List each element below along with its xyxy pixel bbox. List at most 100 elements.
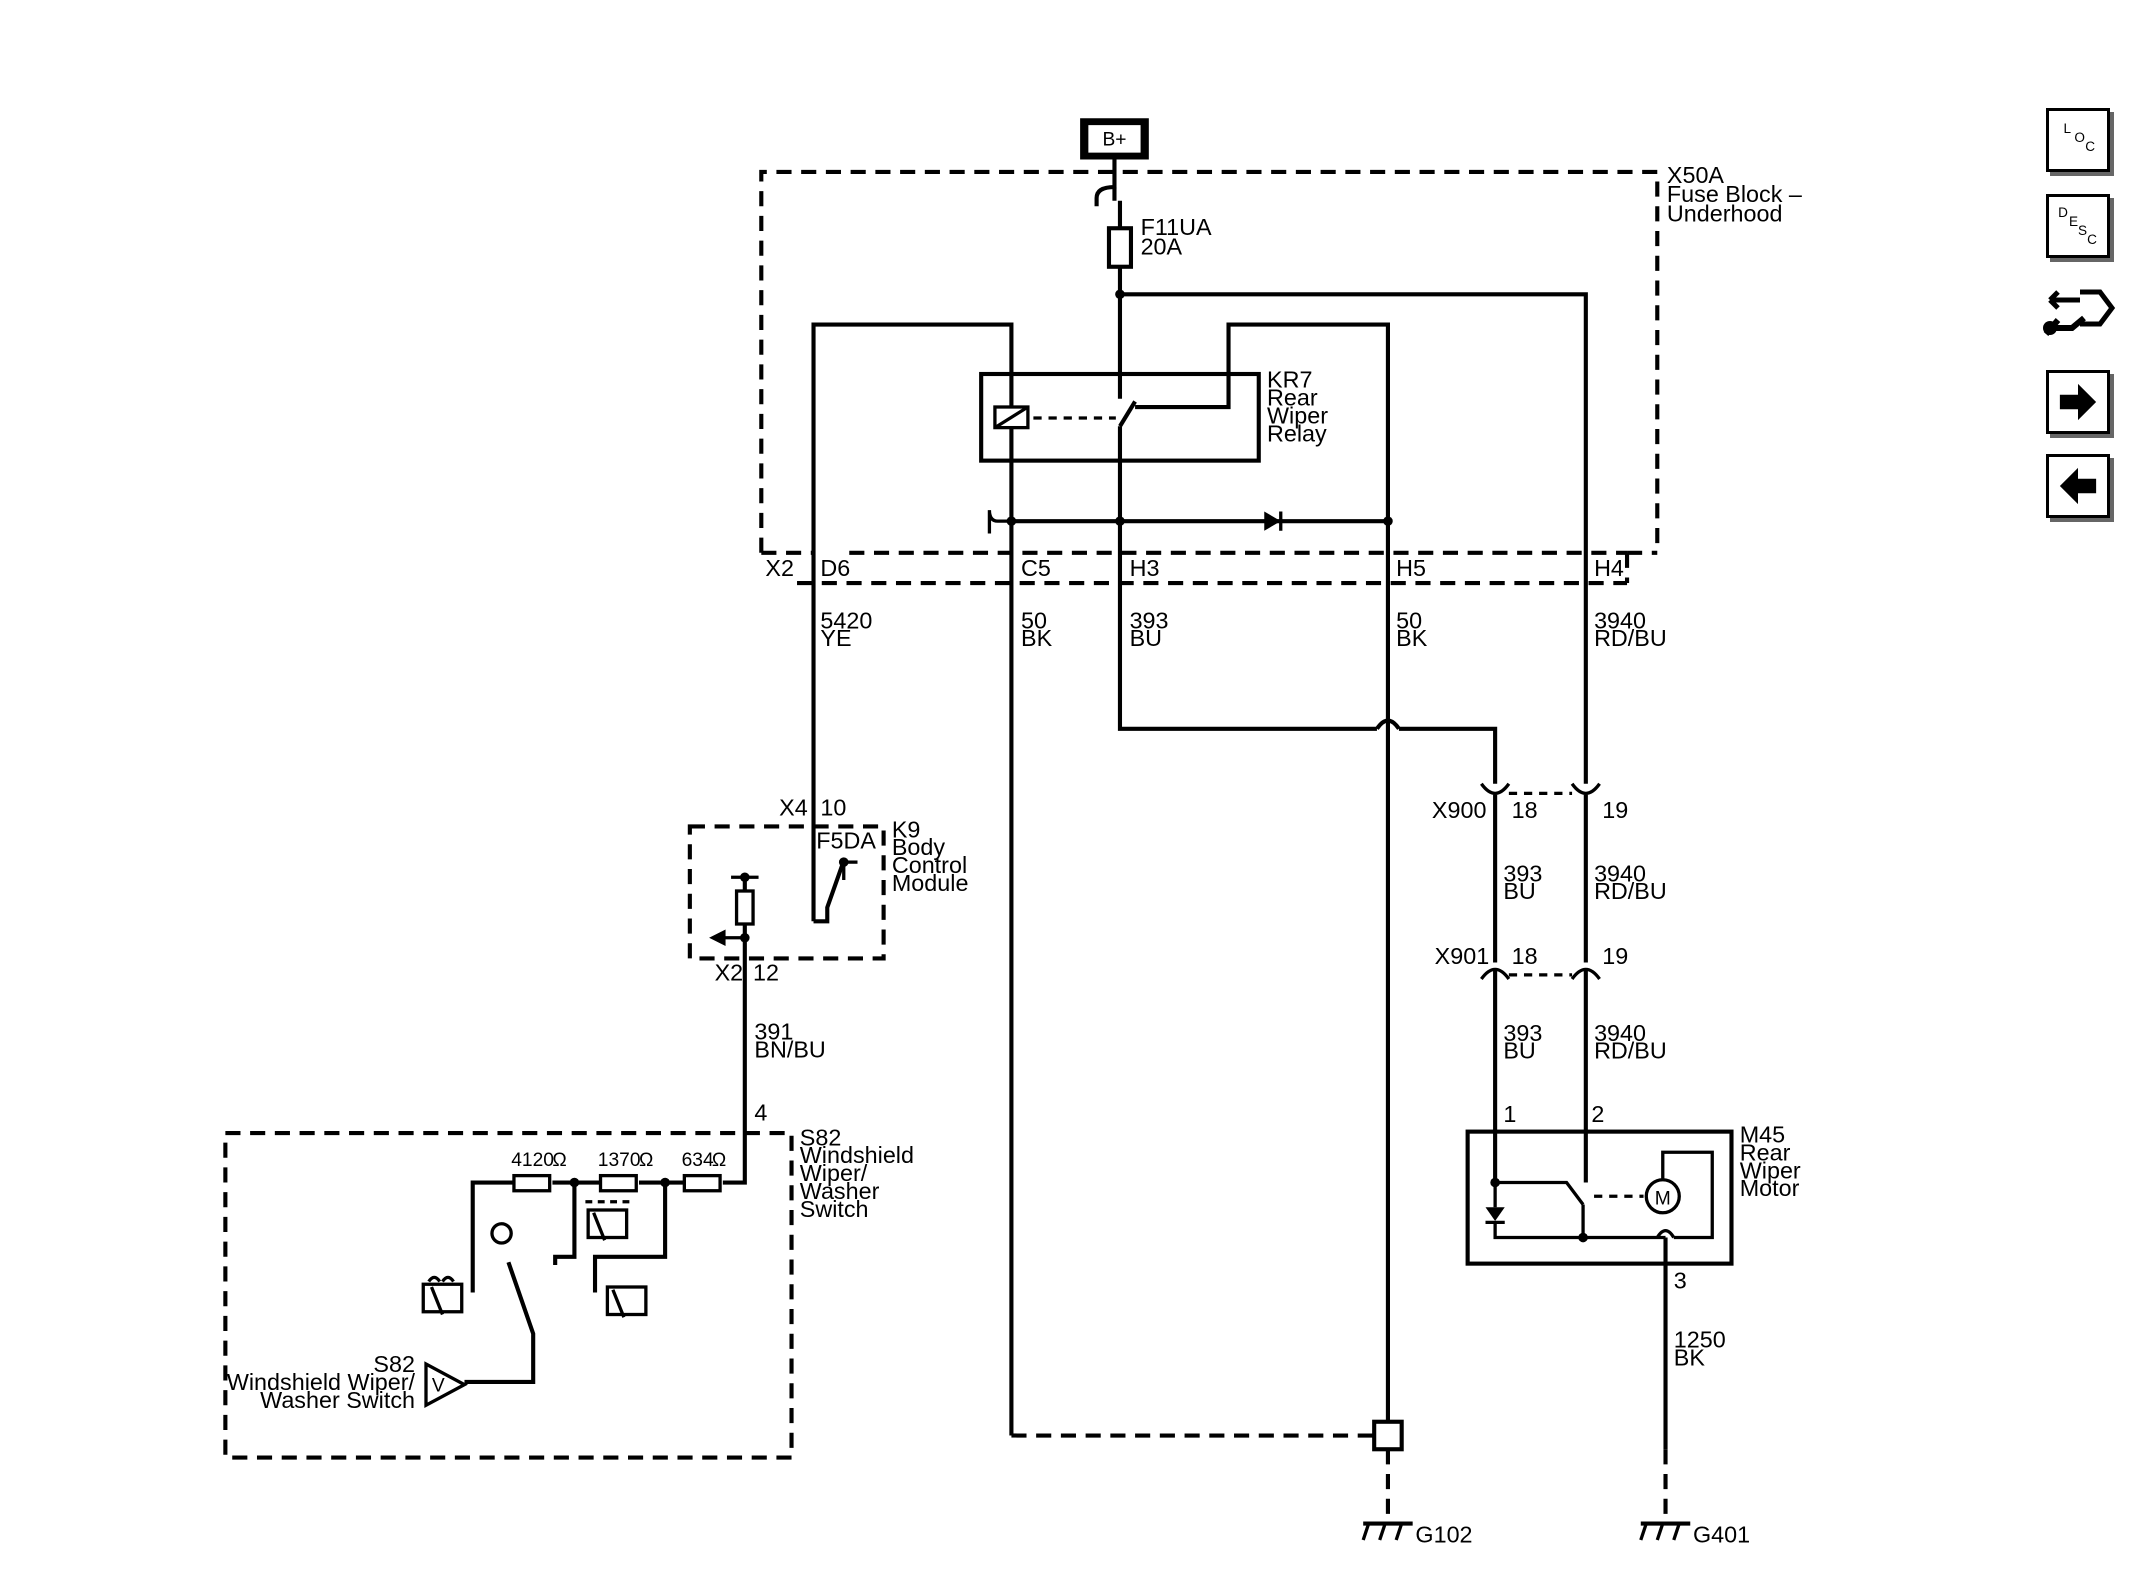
motor-m45: 1 2 M45 Rear Wiper Motor M 3 [1465,1101,1801,1293]
description-button[interactable]: D E S C [2046,194,2110,258]
ground-g401: G401 [1639,1237,1750,1548]
wire-393c-circuit: 393 [1503,1020,1542,1046]
x901-pin-b: 19 [1602,943,1628,969]
wire-50a-circuit: 50 [1021,607,1047,633]
wire-3940-color: RD/BU [1594,625,1667,651]
wiper-low-icon [585,1200,630,1241]
svg-text:Ω: Ω [712,1150,726,1171]
x901-pin-a: 18 [1512,943,1538,969]
switch-desc4: Switch [800,1196,869,1222]
motor-pin1: 1 [1503,1101,1516,1127]
loc-letter-3: C [2085,139,2095,154]
fuse-block-desc2: Underhood [1667,200,1783,226]
svg-text:1370: 1370 [598,1150,641,1171]
wire-3940-circuit: 3940 [1594,607,1646,633]
fuse-conn-name: X2 [765,555,794,581]
location-button[interactable]: L O C [2046,108,2110,172]
wire-50b-color: BK [1396,625,1428,651]
wire-1250-color: BK [1674,1344,1706,1370]
resistor-label-2: 1370 Ω [598,1150,654,1171]
wire-393c-color: BU [1503,1038,1535,1064]
bcm-conn-bot: X2 [715,959,744,985]
switch-s82: 4 S82 Windshield Wiper/ Washer Switch 41… [223,1100,914,1460]
previous-page-button[interactable] [2046,454,2110,518]
switch-unit-symbol: V [432,1375,445,1396]
x901-name: X901 [1435,943,1490,969]
pin-c5: C5 [1021,555,1051,581]
wire-1250-circuit: 1250 [1674,1326,1726,1352]
ground-g102: G102 [1011,770,1473,1548]
svg-text:Ω: Ω [552,1150,566,1171]
wire-feed-h4 [1119,292,1588,784]
relay-desc1: Rear [1267,385,1318,411]
bcm-desc1: Body [892,834,946,860]
wire-3940c-color: RD/BU [1594,1038,1667,1064]
pin-d6: D6 [820,555,850,581]
bcm-name: K9 [892,816,921,842]
resistor-label-3: 634 Ω [682,1150,727,1171]
connector-wrench-icon [2043,289,2116,336]
motor-name: M45 [1740,1122,1785,1148]
motor-desc1: Rear [1740,1139,1791,1165]
pin-h5: H5 [1396,555,1426,581]
resistor-label-1: 4120 Ω [511,1150,567,1171]
switch-desc2: Wiper/ [800,1160,868,1186]
relay-kr7: KR7 Rear Wiper Relay [979,294,1390,770]
fuse-name: F11UA [1141,214,1212,240]
diode-row [987,510,1393,534]
wire-391-color: BN/BU [754,1036,825,1062]
pin-h4: H4 [1594,555,1624,581]
off-position-icon [490,1222,513,1245]
motor-desc3: Motor [1740,1175,1800,1201]
wire-3940b-circuit: 3940 [1594,860,1646,886]
inline-connector-x901: X901 18 19 [1435,943,1628,1183]
wire-393-color: BU [1130,625,1162,651]
switch-unit-desc1: Windshield Wiper/ [227,1369,416,1395]
bcm-conn-top: X4 [779,794,808,820]
fuse-rating: 20A [1141,233,1183,259]
fuse-block-desc1: Fuse Block – [1667,181,1802,207]
wiper-high-icon [605,1285,648,1318]
motor-pin2: 2 [1591,1101,1604,1127]
desc-letter-2: E [2069,214,2078,229]
bcm-desc2: Control [892,852,967,878]
fuse-f11ua: F11UA 20A [1094,170,1212,295]
switch-unit-name: S82 [373,1351,415,1377]
motor-pin3: 3 [1674,1267,1687,1293]
inline-connector-x900: X900 18 19 [1432,782,1628,963]
washer-mode-icon [421,1275,464,1316]
pin-h3: H3 [1130,555,1160,581]
arrow-left-icon [2059,467,2097,505]
next-page-button[interactable] [2046,370,2110,434]
svg-text:634: 634 [682,1150,714,1171]
wire-50b-circuit: 50 [1396,607,1422,633]
loc-letter-1: L [2064,121,2072,136]
desc-letter-4: C [2087,232,2097,247]
fuse-block-name: X50A [1667,162,1725,188]
motor-symbol: M [1655,1188,1671,1209]
switch-desc1: Windshield [800,1142,914,1168]
x900-name: X900 [1432,797,1487,823]
wire-5420-circuit: 5420 [820,607,872,633]
wire-5420-color: YE [820,625,851,651]
switch-unit-desc2: Washer Switch [260,1387,415,1413]
relay-desc3: Relay [1267,420,1327,446]
fuse-block-boundary: X50A Fuse Block – Underhood [759,162,1802,586]
connector-pinout-button[interactable] [2040,278,2116,346]
loc-letter-2: O [2074,130,2085,145]
ground-g102-label: G102 [1415,1522,1472,1548]
bcm-pin-bot: 12 [753,959,779,985]
x900-pin-a: 18 [1512,797,1538,823]
battery-source: B+ [1080,118,1149,171]
wire-3940c-circuit: 3940 [1594,1020,1646,1046]
motor-desc2: Wiper [1740,1157,1801,1183]
battery-label: B+ [1102,130,1126,151]
bcm-pin-top: 10 [820,794,846,820]
svg-text:4120: 4120 [511,1150,554,1171]
svg-text:Ω: Ω [639,1150,653,1171]
desc-letter-3: S [2078,223,2087,238]
bcm-output: F5DA [816,827,876,853]
wire-5420 [811,322,1014,922]
switch-name: S82 [800,1124,842,1150]
